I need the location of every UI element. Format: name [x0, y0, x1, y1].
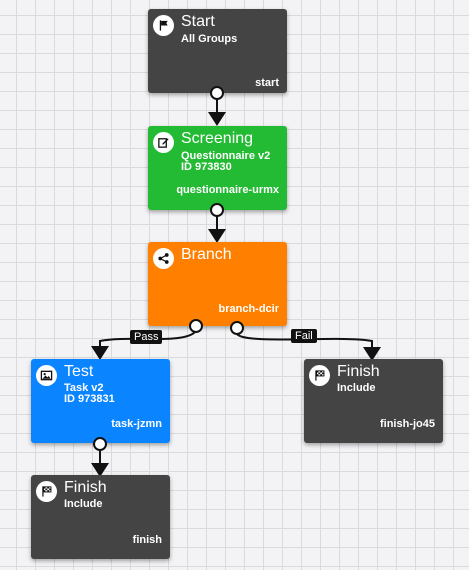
- node-screening[interactable]: Screening Questionnaire v2 ID 973830 que…: [148, 126, 287, 210]
- node-key: branch-dcir: [218, 303, 279, 315]
- output-port-test[interactable]: [93, 437, 107, 451]
- share-icon: [153, 248, 174, 269]
- output-port-pass[interactable]: [189, 319, 203, 333]
- node-key: finish-jo45: [379, 418, 435, 430]
- node-branch[interactable]: Branch branch-dcir: [148, 242, 287, 326]
- checkered-flag-icon: [309, 365, 330, 386]
- node-id: ID 973830: [181, 161, 232, 173]
- node-key: task-jzmn: [111, 418, 162, 430]
- output-port-fail[interactable]: [230, 321, 244, 335]
- node-finish[interactable]: Finish Include finish: [31, 475, 170, 559]
- node-title: Finish: [337, 363, 380, 380]
- edge-label-pass: Pass: [130, 330, 163, 344]
- node-key: finish: [132, 534, 162, 546]
- node-start[interactable]: Start All Groups start: [148, 9, 287, 93]
- arrowhead-pass: [91, 346, 109, 360]
- arrowhead-start-screening: [208, 112, 226, 126]
- node-subtitle: Questionnaire v2: [181, 150, 271, 162]
- node-title: Screening: [181, 130, 254, 147]
- edge-label-fail: Fail: [291, 329, 317, 343]
- node-finish-fail[interactable]: Finish Include finish-jo45: [304, 359, 443, 443]
- node-test[interactable]: Test Task v2 ID 973831 task-jzmn: [31, 359, 170, 443]
- node-subtitle: All Groups: [181, 33, 238, 45]
- output-port-start[interactable]: [210, 86, 224, 100]
- node-title: Finish: [64, 479, 107, 496]
- image-icon: [36, 365, 57, 386]
- node-title: Start: [181, 13, 215, 30]
- node-subtitle: Include: [337, 382, 376, 394]
- flag-icon: [153, 15, 174, 36]
- node-subtitle: Include: [64, 498, 103, 510]
- arrowhead-test-finish: [91, 463, 109, 477]
- edit-icon: [153, 132, 174, 153]
- node-title: Branch: [181, 246, 232, 263]
- output-port-screening[interactable]: [210, 203, 224, 217]
- node-id: ID 973831: [64, 393, 115, 405]
- node-title: Test: [64, 363, 94, 380]
- node-key: start: [255, 77, 279, 89]
- node-subtitle: Task v2: [64, 382, 104, 394]
- arrowhead-screening-branch: [208, 229, 226, 243]
- checkered-flag-icon: [36, 481, 57, 502]
- arrowhead-fail: [363, 347, 381, 361]
- node-key: questionnaire-urmx: [176, 184, 279, 196]
